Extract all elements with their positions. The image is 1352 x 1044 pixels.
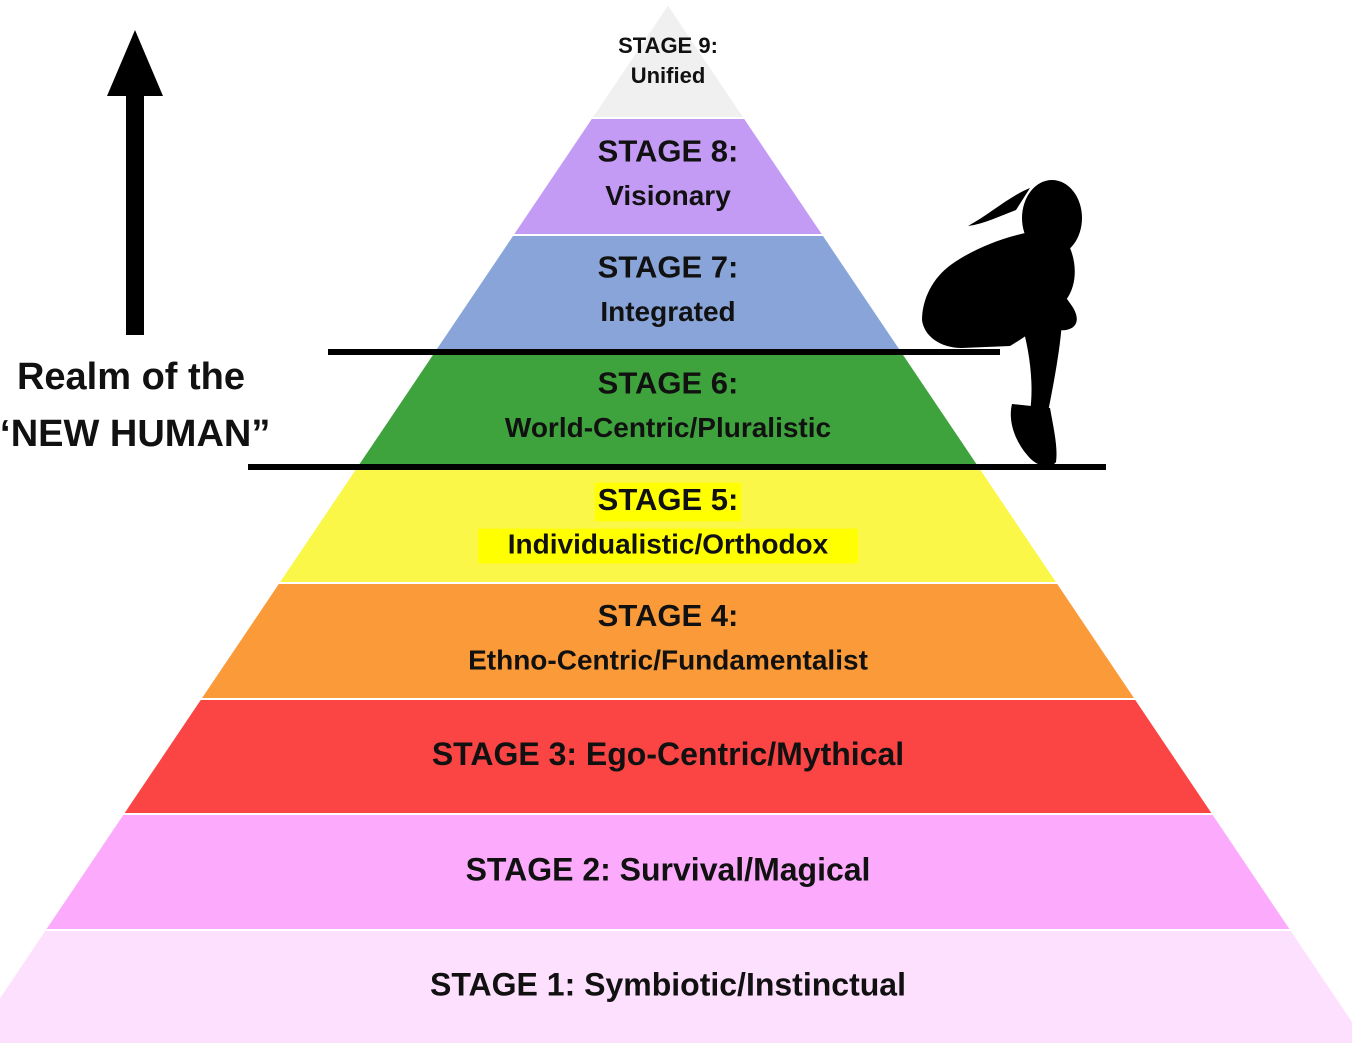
up-arrow-icon [107,30,163,335]
stage-8-subtitle: Visionary [605,180,731,211]
pyramid-band-9 [589,2,747,119]
stage-9-title: STAGE 9: [618,33,718,58]
stage-5-subtitle: Individualistic/Orthodox [508,528,829,559]
stage-6-title: STAGE 6: [598,366,739,401]
label-highlight [594,482,742,522]
stage-4-title: STAGE 4: [598,598,739,633]
pyramid-band-1 [0,929,1352,1044]
side-label-line1: Realm of the [17,356,245,398]
stage-2-title: STAGE 2: Survival/Magical [466,851,871,887]
stage-3-title: STAGE 3: Ego-Centric/Mythical [432,736,904,772]
label-highlight [478,528,858,564]
stage-5-title: STAGE 5: [598,482,739,517]
stage-6-subtitle: World-Centric/Pluralistic [505,412,831,443]
stage-7-title: STAGE 7: [598,250,739,285]
stage-8-title: STAGE 8: [598,134,739,169]
sitting-girl-silhouette-icon [922,180,1082,467]
stage-9-subtitle: Unified [631,63,706,88]
stage-4-subtitle: Ethno-Centric/Fundamentalist [468,644,868,675]
stage-1-title: STAGE 1: Symbiotic/Instinctual [430,966,906,1002]
side-label-line2: “NEW HUMAN” [0,413,270,455]
stage-7-subtitle: Integrated [600,296,735,327]
